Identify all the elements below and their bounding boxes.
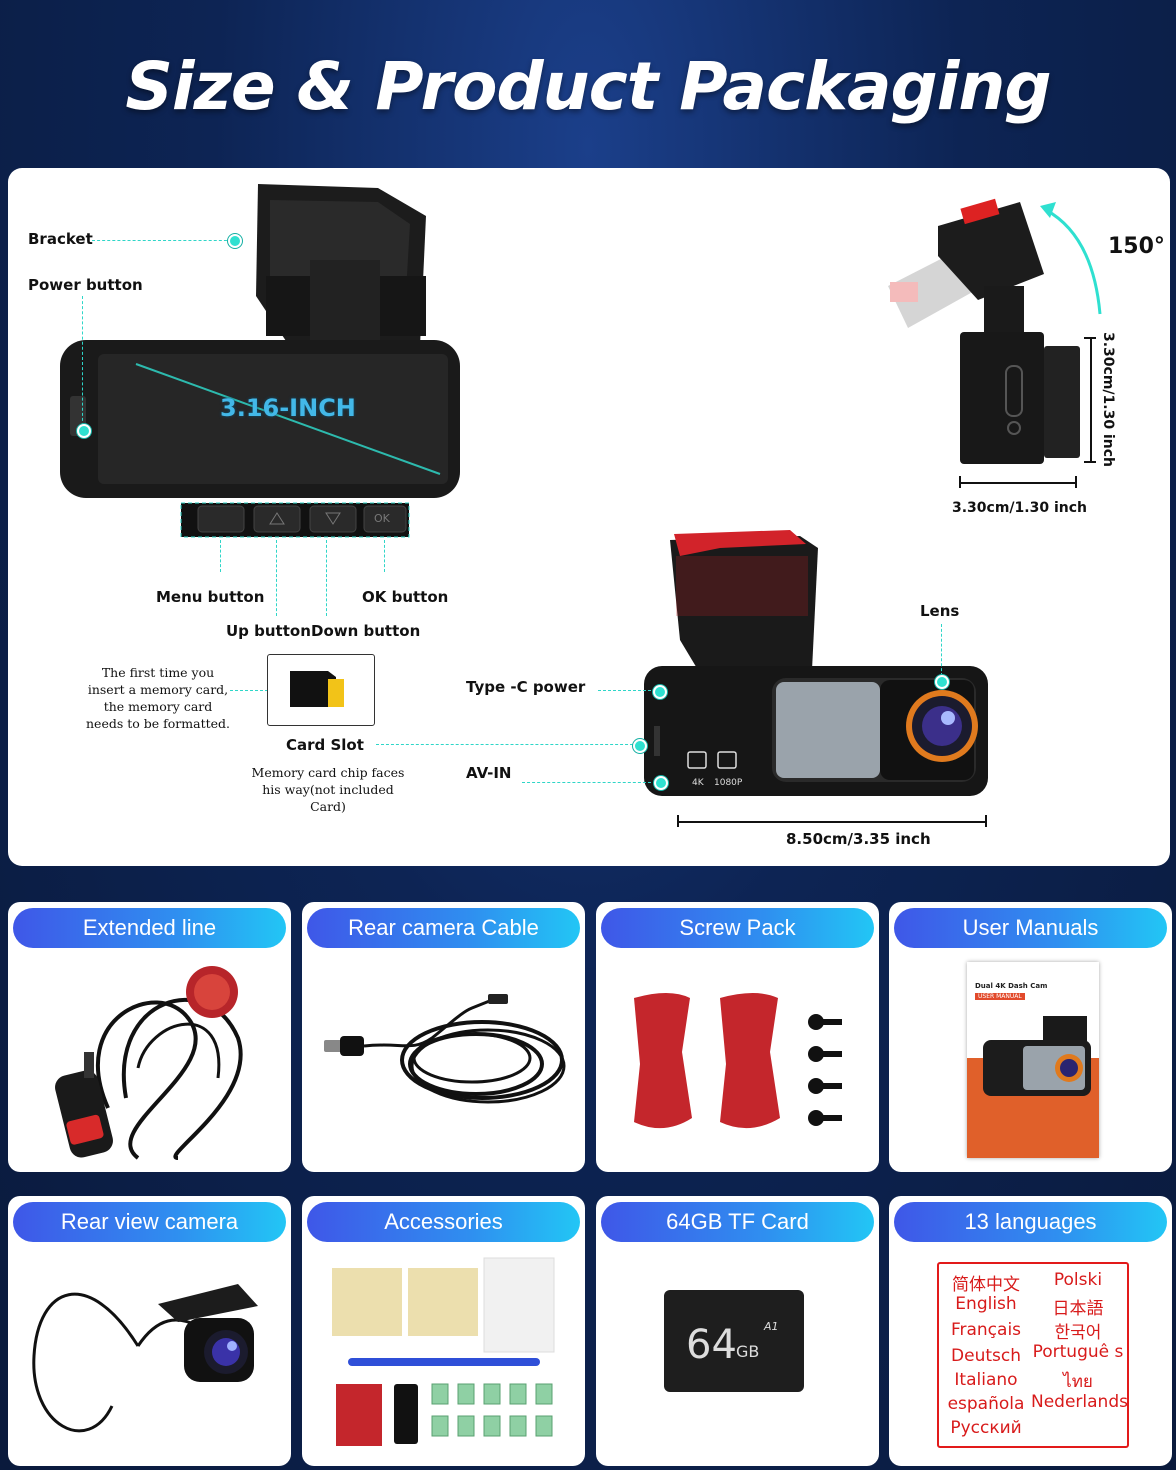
card-title: Rear camera Cable — [307, 908, 580, 948]
language-item: española — [947, 1394, 1025, 1414]
up-button-label: Up button — [226, 622, 311, 640]
width-dimension-label: 8.50cm/3.35 inch — [786, 830, 931, 848]
resolution-1080-label: 1080P — [714, 778, 743, 788]
language-item: Français — [950, 1320, 1022, 1340]
language-item: Polski — [1053, 1270, 1103, 1290]
ok-button-label: OK button — [362, 588, 449, 606]
tf-card-image: 64 GB A1 — [664, 1290, 804, 1392]
language-item: Русский — [950, 1418, 1022, 1438]
card-title: Rear view camera — [13, 1202, 286, 1242]
typec-power-label: Type -C power — [466, 678, 586, 696]
card-title: Screw Pack — [601, 908, 874, 948]
ok-key-glyph: OK — [374, 512, 390, 525]
language-item: Deutsch — [951, 1346, 1021, 1366]
language-item: Nederlands — [1031, 1392, 1128, 1412]
width-dimension-line — [678, 821, 986, 823]
card-screw-pack: Screw Pack — [596, 902, 879, 1172]
microsd-icon — [290, 671, 344, 707]
rotation-angle-label: 150° — [1108, 234, 1165, 259]
rear-camera-cable-image — [324, 994, 566, 1104]
card-13-languages: 13 languages 简体中文 English Français Deuts… — [889, 1196, 1172, 1466]
resolution-4k-label: 4K — [692, 778, 704, 788]
height-dimension-line — [1090, 338, 1092, 462]
card-title: Extended line — [13, 908, 286, 948]
car-charger-cable-image — [55, 966, 243, 1160]
languages-box: 简体中文 English Français Deutsch Italiano e… — [937, 1262, 1129, 1448]
page-title: Size & Product Packaging — [125, 48, 1051, 125]
manual-heading: Dual 4K Dash Cam — [975, 982, 1048, 990]
card-accessories: Accessories — [302, 1196, 585, 1466]
card-rear-view-camera: Rear view camera — [8, 1196, 291, 1466]
language-item: English — [955, 1294, 1017, 1314]
language-item: Portuguê s — [1032, 1342, 1124, 1362]
dashcam-front-image — [60, 184, 460, 498]
language-item: 日本語 — [1052, 1299, 1104, 1319]
card-extended-line: Extended line — [8, 902, 291, 1172]
tf-card-class: A1 — [764, 1320, 779, 1333]
down-button-label: Down button — [311, 622, 421, 640]
card-title: User Manuals — [894, 908, 1167, 948]
screen-size-label: 3.16-INCH — [220, 394, 356, 422]
tf-card-capacity: 64 — [686, 1322, 737, 1368]
height-dimension-label: 3.30cm/1.30 inch — [1100, 332, 1116, 467]
power-button-label: Power button — [28, 276, 143, 294]
card-slot-box — [267, 654, 375, 726]
depth-dimension-label: 3.30cm/1.30 inch — [952, 500, 1087, 516]
card-64gb-tf: 64GB TF Card 64 GB A1 — [596, 1196, 879, 1466]
menu-button-label: Menu button — [156, 588, 265, 606]
user-manual-booklet: Dual 4K Dash Cam USER MANUAL — [967, 962, 1099, 1158]
rear-view-camera-image — [32, 1284, 258, 1433]
card-title: 13 languages — [894, 1202, 1167, 1242]
language-item: Italiano — [954, 1370, 1018, 1390]
product-diagram-panel: 3.16-INCH OK Bracket Power button Menu b… — [8, 168, 1170, 866]
card-slot-label: Card Slot — [286, 736, 364, 754]
language-item: 简体中文 — [952, 1275, 1020, 1295]
bracket-label: Bracket — [28, 230, 93, 248]
card-rear-camera-cable: Rear camera Cable — [302, 902, 585, 1172]
dashcam-side-view-image — [888, 198, 1102, 464]
av-in-label: AV-IN — [466, 764, 512, 782]
chip-direction-note: Memory card chip faces his way(not inclu… — [251, 765, 405, 814]
language-item: ไทย — [1063, 1372, 1093, 1392]
manual-subheading: USER MANUAL — [975, 993, 1025, 1000]
card-title: Accessories — [307, 1202, 580, 1242]
tf-card-unit: GB — [736, 1342, 760, 1361]
dashcam-rear-image — [644, 530, 988, 796]
depth-dimension-line — [960, 482, 1076, 484]
language-item: 한국어 — [1054, 1323, 1102, 1343]
accessories-image — [332, 1257, 555, 1446]
memory-format-note: The first time you insert a memory card,… — [86, 665, 230, 731]
card-user-manuals: User Manuals Dual 4K Dash Cam USER MANUA… — [889, 902, 1172, 1172]
button-strip — [180, 502, 410, 538]
card-title: 64GB TF Card — [601, 1202, 874, 1242]
screw-pack-image — [634, 993, 842, 1129]
lens-label: Lens — [920, 602, 960, 620]
